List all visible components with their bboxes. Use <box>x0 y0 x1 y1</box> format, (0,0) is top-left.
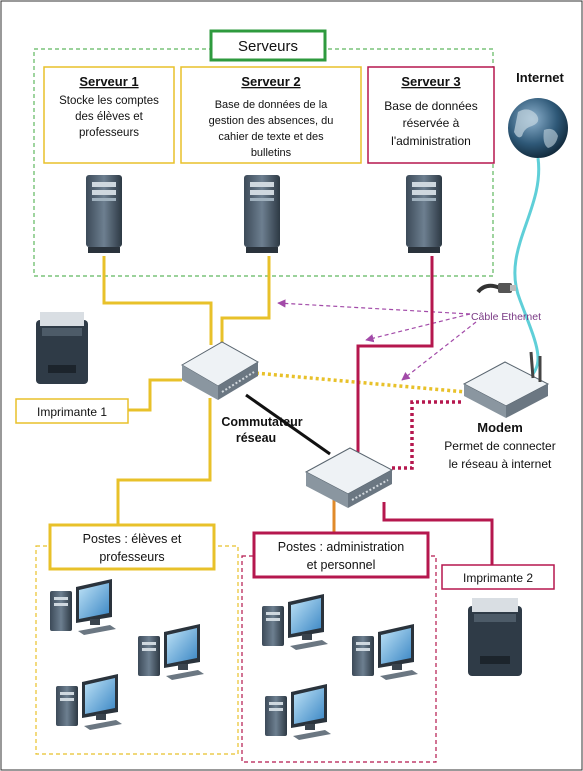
cable-label: Câble Ethernet <box>471 311 541 323</box>
link-switch1-switch2 <box>245 393 331 456</box>
server1-title: Serveur 1 <box>79 74 138 89</box>
cable-arrow <box>365 313 471 343</box>
internet-cable <box>513 157 541 376</box>
link-switch2-printer2 <box>382 502 494 568</box>
admin-posts-label-box <box>252 531 430 579</box>
link-server1-switch1 <box>102 256 213 345</box>
server2-title: Serveur 2 <box>241 74 300 89</box>
modem-title: Modem <box>477 420 523 435</box>
cable-arrow <box>401 321 477 381</box>
student-posts-label-box <box>48 523 216 571</box>
servers-group-title-box <box>209 29 327 62</box>
server3-tower-icon <box>406 175 442 253</box>
admin-posts-group-border <box>241 555 437 763</box>
server2-desc-line: bulletins <box>251 147 292 159</box>
server3-title: Serveur 3 <box>401 74 460 89</box>
admin-posts-label-line: Postes : administration <box>278 540 404 554</box>
server3-desc-line: l'administration <box>391 134 471 148</box>
workstation-computer-icon <box>262 594 328 650</box>
server1-box <box>43 66 175 164</box>
server2-desc-line: Base de données de la <box>215 99 328 111</box>
workstations <box>50 579 418 740</box>
modem-icon <box>462 351 550 418</box>
server1-desc-line: professeurs <box>79 127 139 139</box>
student-posts-label-line: professeurs <box>99 550 164 564</box>
printer2-label: Imprimante 2 <box>463 571 533 585</box>
link-server2-switch1 <box>220 256 271 345</box>
student-posts-label-line: Postes : élèves et <box>83 532 182 546</box>
server1-tower-icon <box>86 175 122 253</box>
server2-tower-icon <box>244 175 280 253</box>
cable-arrow <box>277 299 471 315</box>
link-switch1-printer1 <box>128 378 182 412</box>
link-switch1-student-posts <box>116 398 212 525</box>
switch1-icon <box>181 341 259 400</box>
workstation-computer-icon <box>265 684 331 740</box>
printer1-icon <box>36 312 88 384</box>
switch2-icon <box>304 447 394 508</box>
switch-label-line: Commutateur <box>221 415 302 429</box>
switch-label-line: réseau <box>236 431 276 445</box>
server3-desc-line: Base de données <box>384 99 477 113</box>
modem-desc-line: le réseau à internet <box>449 457 552 471</box>
internet-label: Internet <box>516 70 564 85</box>
link-server3-switch2 <box>356 256 434 452</box>
workstation-computer-icon <box>50 579 116 635</box>
admin-posts-label-line: et personnel <box>307 558 376 572</box>
server2-desc-line: cahier de texte et des <box>218 131 324 143</box>
server3-box <box>367 66 495 164</box>
printer2-icon <box>468 598 522 676</box>
workstation-computer-icon <box>56 674 122 730</box>
link-switch1-modem <box>243 370 467 394</box>
server3-desc-line: réservée à <box>403 116 460 130</box>
workstation-computer-icon <box>352 624 418 680</box>
server1-desc-line: des élèves et <box>75 111 144 123</box>
internet-globe-icon <box>508 98 568 158</box>
printer2-label-box <box>441 564 555 590</box>
printer1-label-box <box>15 398 129 424</box>
server2-box <box>180 66 362 164</box>
server1-desc-line: Stocke les comptes <box>59 95 159 107</box>
ethernet-cable-icon <box>476 283 516 294</box>
workstation-computer-icon <box>138 624 204 680</box>
modem-desc-line: Permet de connecter <box>444 439 555 453</box>
servers-group-title: Serveurs <box>238 38 298 55</box>
printer1-label: Imprimante 1 <box>37 405 107 419</box>
server2-desc-line: gestion des absences, du <box>209 115 334 127</box>
